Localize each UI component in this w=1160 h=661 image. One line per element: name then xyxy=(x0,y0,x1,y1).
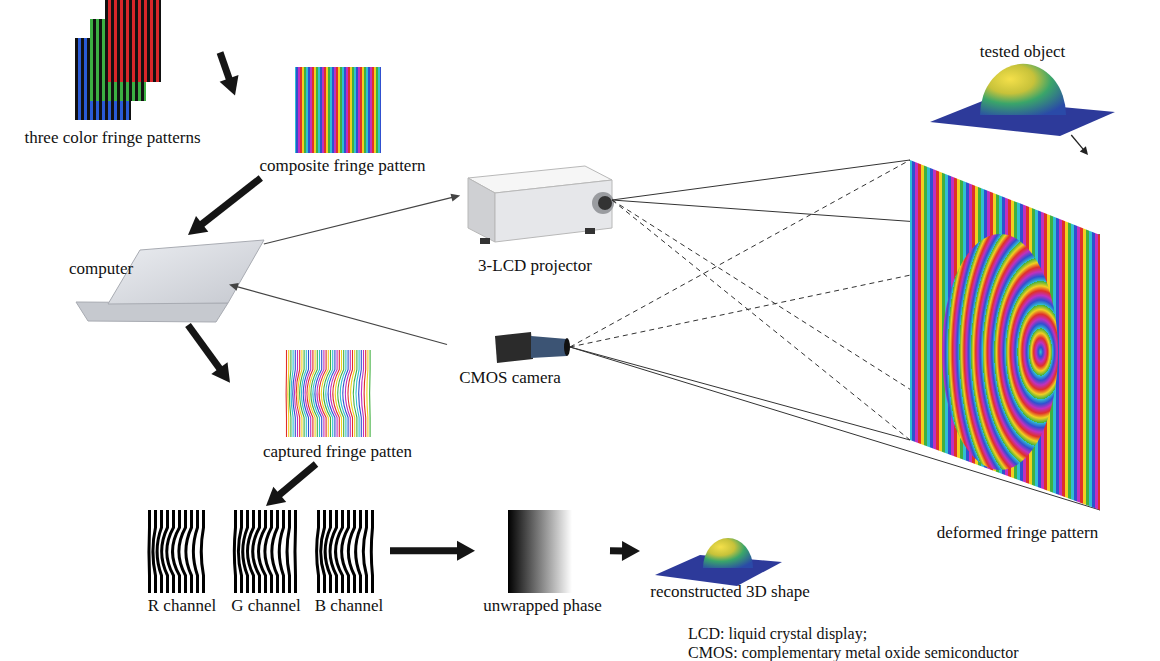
figure-item: three color fringe patterns xyxy=(5,0,220,150)
item-caption-box: captured fringe patten xyxy=(230,442,445,462)
flow-arrow xyxy=(264,194,460,244)
item-caption-box: composite fringe pattern xyxy=(235,156,450,176)
flow-arrow xyxy=(1071,135,1088,155)
flow-arrow xyxy=(188,178,261,235)
figure-item: B channel xyxy=(308,506,390,618)
item-caption-box: R channel xyxy=(140,596,224,616)
item-caption: captured fringe patten xyxy=(263,442,412,461)
item-caption: R channel xyxy=(148,596,216,615)
item-caption-box: computer xyxy=(69,259,133,279)
arrow-head xyxy=(220,75,239,95)
figure-item: tested object xyxy=(925,40,1120,135)
footnote: CMOS: complementary metal oxide semicond… xyxy=(688,643,1019,661)
arrow-shaft xyxy=(236,286,447,344)
flow-arrow xyxy=(610,541,640,561)
flow-arrow xyxy=(220,53,239,96)
item-caption: 3-LCD projector xyxy=(478,256,592,275)
flow-arrow xyxy=(229,283,447,344)
arrow-head xyxy=(1080,146,1088,155)
item-caption-box: three color fringe patterns xyxy=(5,128,220,148)
figure-item: 3-LCD projector xyxy=(450,160,620,278)
arrow-shaft xyxy=(277,464,316,497)
item-caption-box: reconstructed 3D shape xyxy=(640,582,820,602)
arrow-shaft xyxy=(390,547,461,554)
figure-item: composite fringe pattern xyxy=(235,60,450,178)
arrow-shaft xyxy=(188,325,222,371)
item-caption-box: CMOS camera xyxy=(440,368,580,388)
item-caption: deformed fringe pattern xyxy=(937,523,1098,542)
arrow-shaft xyxy=(199,178,260,226)
arrow-shaft xyxy=(220,53,230,82)
figure-item: R channel xyxy=(140,506,224,618)
figure-item: CMOS camera xyxy=(440,325,580,390)
figure-item: computer xyxy=(65,235,270,325)
arrow-head xyxy=(188,216,208,235)
footnote: LCD: liquid crystal display; xyxy=(688,624,867,643)
arrow-head xyxy=(229,283,239,291)
item-caption: CMOS camera xyxy=(459,368,561,387)
flow-arrow xyxy=(266,464,316,506)
item-caption-box: unwrapped phase xyxy=(475,596,610,616)
item-caption: composite fringe pattern xyxy=(259,156,425,175)
item-caption: B channel xyxy=(315,596,383,615)
arrow-head xyxy=(266,487,286,506)
figure-item: captured fringe patten xyxy=(230,348,445,464)
flow-arrow xyxy=(188,325,230,383)
figure-item: deformed fringe pattern xyxy=(900,155,1135,545)
arrow-head xyxy=(622,541,640,561)
item-caption: G channel xyxy=(231,596,300,615)
figure-item: G channel xyxy=(226,506,306,618)
item-caption: computer xyxy=(69,259,133,278)
item-caption: tested object xyxy=(980,42,1065,61)
arrow-head xyxy=(211,362,230,382)
flow-arrow xyxy=(390,541,475,561)
arrow-shaft xyxy=(1071,135,1084,150)
arrow-head xyxy=(457,541,475,561)
figure-item: unwrapped phase xyxy=(475,506,610,618)
item-caption-box: B channel xyxy=(308,596,390,616)
item-caption-box: deformed fringe pattern xyxy=(900,523,1135,543)
arrow-head xyxy=(451,194,461,202)
item-caption-box: tested object xyxy=(925,42,1120,62)
figure-item: reconstructed 3D shape xyxy=(640,520,820,604)
item-caption: unwrapped phase xyxy=(483,596,602,615)
item-caption-box: G channel xyxy=(226,596,306,616)
item-caption: reconstructed 3D shape xyxy=(650,582,810,601)
item-caption-box: 3-LCD projector xyxy=(450,256,620,276)
arrow-shaft xyxy=(264,197,453,244)
item-caption: three color fringe patterns xyxy=(24,128,200,147)
